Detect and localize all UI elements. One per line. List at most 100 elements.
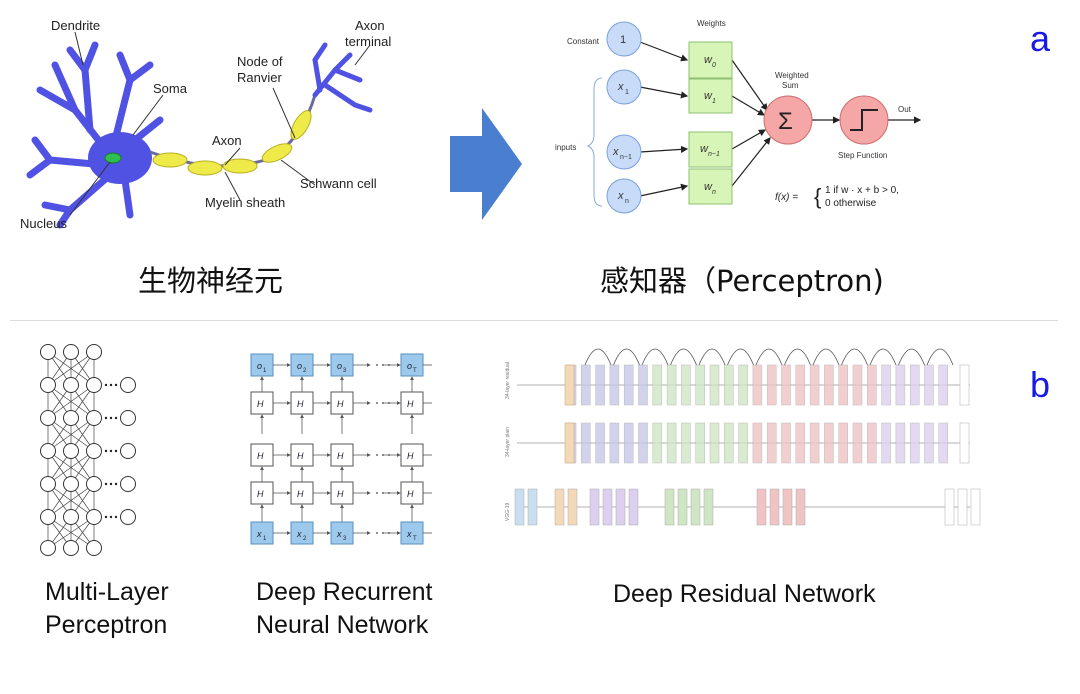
resnet-layer [581,364,591,406]
rnn-cell-label: H [297,451,304,461]
resnet-layer [781,422,791,464]
panel-letter-b: b [1030,364,1051,405]
vgg-layer [664,488,675,526]
mlp-neuron [63,377,79,393]
resnet-skip-connection [698,348,726,366]
rnn-cell-label: H [257,489,264,499]
myelin-sheaths [152,110,312,176]
label-weights: Weights [697,19,726,28]
resnet-skip-connection [784,348,811,366]
resnet-layer [781,364,791,406]
perceptron-diagram: 1 x 1 x n−1 x n w 0 w 1 w n−1 w n Σ Weig… [555,19,922,214]
resnet-layer [824,364,834,406]
weight-wn-sub: n [712,189,716,196]
vgg-layer [970,488,981,526]
weight-w1-sub: 1 [712,98,716,105]
mlp-neuron [86,540,102,556]
vgg-layer [514,488,525,526]
resnet-layer [895,422,906,464]
label-weighted: Weighted [775,71,809,80]
rnn-ellipsis-dot [382,402,384,404]
resnet-layer [609,422,620,464]
mlp-ellipsis-dot [114,482,118,486]
vgg-layer [690,488,701,526]
mlp-ellipsis-dot [109,515,113,519]
resnet-layer [809,364,820,406]
resnet-layer [909,422,920,464]
rnn-cell [290,521,314,545]
rnn-ellipsis-dot [388,492,390,494]
mlp-neuron [63,476,79,492]
resnet-row-label: 34-layer plain [505,427,511,457]
rnn-cell [250,521,274,545]
resnet-layer [724,364,734,406]
resnet-skip-connection [584,348,612,366]
axon-terminal [312,42,373,113]
label-schwann-cell: Schwann cell [300,176,377,191]
vgg-layer [769,488,780,526]
rnn-cell-sub: T [413,536,417,542]
node-xn-sub: n [625,198,629,205]
resnet-layer [638,364,648,406]
transition-arrow [450,108,522,220]
rnn-cell-label: H [407,489,414,499]
mlp-neuron [120,377,136,393]
rnn-ellipsis-dot [376,402,378,404]
resnet-layer [595,422,605,464]
resnet-layer [959,422,970,464]
rnn-cell-label: o [337,361,342,371]
resnet-layer [709,422,720,464]
mlp-neuron [120,443,136,459]
formula-brace: { [814,184,821,209]
rnn-ellipsis-dot [388,402,390,404]
resnet-layer [709,364,720,406]
formula-case-2: 0 otherwise [825,198,877,209]
label-soma: Soma [153,81,188,96]
resnet-layer [766,364,777,406]
resnet-layer [766,422,777,464]
dendrites [26,41,164,229]
resnet-skip-connection [727,348,754,366]
mlp-ellipsis-dot [109,383,113,387]
formula-left: f(x) = [775,192,798,203]
multi-layer-perceptron-diagram [40,344,136,556]
resnet-layer [867,364,877,406]
resnet-layer [752,364,763,406]
rnn-cell-label: H [257,399,264,409]
resnet-layer [638,422,648,464]
resnet-layer [564,364,575,406]
vgg-layer [782,488,793,526]
resnet-layer [938,364,949,406]
node-xn1-sub: n−1 [620,154,632,161]
resnet-layer [881,422,891,464]
nucleus [104,152,122,164]
vgg-layer [602,488,613,526]
resnet-layer [809,422,820,464]
resnet-layer [867,422,877,464]
rnn-cell-label: o [407,361,412,371]
resnet-layer [724,422,734,464]
node-constant-value: 1 [620,34,626,46]
mlp-neuron [120,410,136,426]
mlp-neuron [63,443,79,459]
vgg-layer [703,488,714,526]
label-node-of-ranvier-2: Ranvier [237,70,282,85]
label-sum: Sum [782,81,799,90]
vgg-layer [756,488,767,526]
mlp-neuron [40,476,56,492]
label-step-function: Step Function [838,151,887,160]
resnet-layer [824,422,834,464]
rnn-cell-label: o [297,361,302,371]
mlp-neuron [63,509,79,525]
caption-perceptron: 感知器（Perceptron) [600,264,884,298]
rnn-cell-sub: 3 [343,368,347,374]
rnn-cell-sub: 2 [303,536,307,542]
mlp-neuron [40,344,56,360]
mlp-neuron [120,476,136,492]
rnn-cell [330,521,354,545]
vgg-layer [628,488,639,526]
resnet-skip-connection [641,348,669,366]
rnn-cell-label: x [336,529,342,539]
